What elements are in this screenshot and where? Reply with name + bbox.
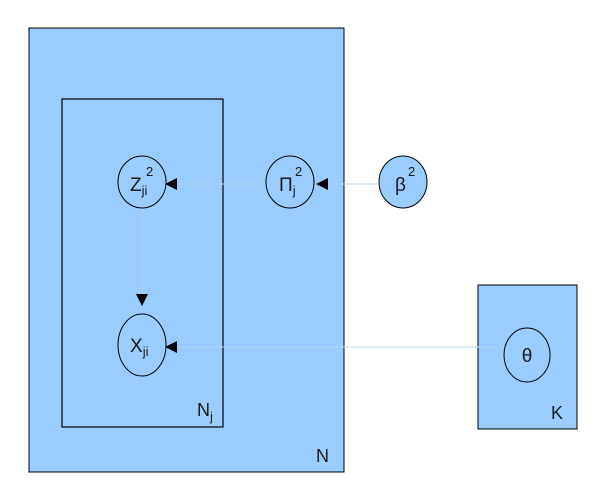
plate-nj-box xyxy=(61,98,224,428)
node-theta-circle xyxy=(503,327,551,383)
node-pi-label: Πj2 xyxy=(279,164,302,198)
node-x-circle xyxy=(117,313,167,377)
plate-k-label: K xyxy=(551,403,563,423)
edge-pi-to-z xyxy=(165,178,265,190)
plate-n: N xyxy=(28,27,345,473)
plate-n-box xyxy=(28,27,345,473)
plate-nj: Nj xyxy=(61,98,224,428)
plate-nj-label: Nj xyxy=(197,400,213,424)
node-beta-label: β2 xyxy=(395,164,415,196)
plate-n-label: N xyxy=(316,446,329,466)
node-theta-label: θ xyxy=(522,346,533,367)
node-theta: θ xyxy=(503,327,551,383)
node-z: Zji2 xyxy=(117,155,167,209)
node-z-circle xyxy=(117,155,167,209)
edge-z-to-x xyxy=(136,208,148,306)
node-x-label: Xji xyxy=(130,336,149,359)
arrowhead-pi xyxy=(316,178,328,190)
arrowhead-x-top xyxy=(136,294,148,306)
edge-theta-to-x xyxy=(165,341,504,353)
node-pi: Πj2 xyxy=(265,155,315,209)
node-beta: β2 xyxy=(378,155,428,209)
arrowhead-x-right xyxy=(165,341,177,353)
arrowhead-z xyxy=(165,178,177,190)
node-x: Xji xyxy=(117,313,167,377)
node-beta-circle xyxy=(378,155,428,209)
edges xyxy=(136,178,504,353)
edge-beta-to-pi xyxy=(316,178,379,190)
node-z-label: Zji2 xyxy=(130,164,153,198)
node-pi-circle xyxy=(265,155,315,209)
